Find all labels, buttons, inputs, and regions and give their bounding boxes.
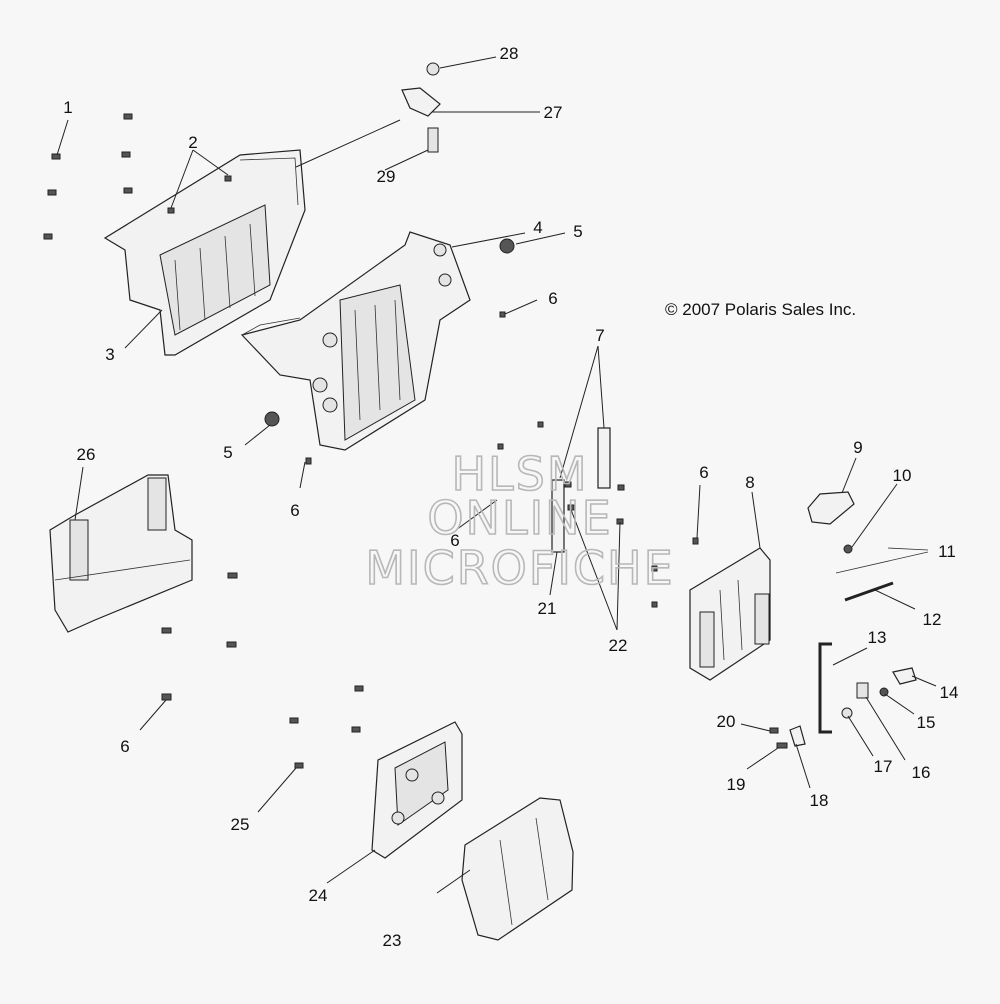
leader-lines bbox=[56, 56, 937, 894]
part-11-pins bbox=[835, 547, 929, 574]
callout-19: 19 bbox=[727, 775, 746, 794]
callout-5-right: 5 bbox=[573, 222, 582, 241]
callout-9: 9 bbox=[853, 438, 862, 457]
callout-6-d: 6 bbox=[699, 463, 708, 482]
callout-6-a: 6 bbox=[548, 289, 557, 308]
callout-2: 2 bbox=[188, 133, 197, 152]
part-18-bracket bbox=[789, 725, 806, 747]
callout-23: 23 bbox=[383, 931, 402, 950]
callout-10: 10 bbox=[893, 466, 912, 485]
part-6-bolt-right bbox=[692, 537, 699, 545]
part-14-clip bbox=[892, 667, 917, 685]
part-21-rail-left bbox=[551, 479, 565, 553]
part-26-cover bbox=[49, 474, 193, 633]
callout-26: 26 bbox=[77, 445, 96, 464]
part-6-bolts-left bbox=[161, 311, 506, 701]
part-22-bolts bbox=[497, 421, 658, 608]
callout-numbers: 1 2 3 4 5 5 6 6 6 6 6 7 8 9 10 11 12 13 … bbox=[63, 44, 958, 950]
part-10-spring bbox=[843, 544, 853, 554]
part-29-bolt bbox=[427, 127, 439, 153]
callout-1: 1 bbox=[63, 98, 72, 117]
callout-28: 28 bbox=[500, 44, 519, 63]
part-27-clamp bbox=[401, 87, 441, 117]
part-3-rear-frame bbox=[103, 149, 306, 356]
callout-25: 25 bbox=[231, 815, 250, 834]
part-7-rail-right bbox=[597, 427, 611, 489]
callout-8: 8 bbox=[745, 473, 754, 492]
callout-15: 15 bbox=[917, 713, 936, 732]
callout-3: 3 bbox=[105, 345, 114, 364]
callout-14: 14 bbox=[940, 683, 959, 702]
part-4-main-frame bbox=[240, 231, 471, 451]
part-8-seat-bracket bbox=[689, 547, 771, 681]
part-12-rod bbox=[844, 581, 894, 602]
watermark-line-2: ONLINE bbox=[427, 491, 612, 545]
callout-6-b: 6 bbox=[290, 501, 299, 520]
part-15-nut bbox=[879, 687, 889, 697]
part-24-back-panel bbox=[371, 721, 463, 859]
callout-4: 4 bbox=[533, 218, 542, 237]
callout-22: 22 bbox=[609, 636, 628, 655]
callout-6-e: 6 bbox=[120, 737, 129, 756]
callout-20: 20 bbox=[717, 712, 736, 731]
callout-17: 17 bbox=[874, 757, 893, 776]
callout-21: 21 bbox=[538, 599, 557, 618]
copyright-notice: © 2007 Polaris Sales Inc. bbox=[665, 300, 856, 319]
part-23-cushion bbox=[461, 797, 574, 941]
watermark: HLSM ONLINE MICROFICHE bbox=[365, 446, 674, 596]
part-28-nut bbox=[426, 62, 440, 76]
callout-6-c: 6 bbox=[450, 531, 459, 550]
callout-16: 16 bbox=[912, 763, 931, 782]
callout-18: 18 bbox=[810, 791, 829, 810]
part-1-bolts bbox=[43, 113, 133, 240]
part-9-latch bbox=[807, 491, 855, 525]
watermark-line-1: HLSM bbox=[451, 447, 588, 501]
part-5-nut-right bbox=[499, 238, 515, 254]
callout-13: 13 bbox=[868, 628, 887, 647]
part-19-bolt bbox=[776, 742, 788, 749]
watermark-line-3: MICROFICHE bbox=[365, 541, 674, 595]
callout-7: 7 bbox=[595, 326, 604, 345]
part-16-bracket bbox=[856, 682, 869, 699]
callout-24: 24 bbox=[309, 886, 328, 905]
callout-11: 11 bbox=[938, 542, 956, 561]
callout-29: 29 bbox=[377, 167, 396, 186]
callout-27: 27 bbox=[544, 103, 563, 122]
part-17-washer bbox=[841, 707, 853, 719]
part-13-handle-rod bbox=[818, 642, 832, 734]
part-5-nut-left bbox=[264, 411, 280, 427]
part-20-screw bbox=[769, 727, 779, 734]
part-2-bolts bbox=[167, 175, 232, 214]
callout-12: 12 bbox=[923, 610, 942, 629]
part-25-bolts bbox=[289, 685, 364, 769]
callout-5-left: 5 bbox=[223, 443, 232, 462]
